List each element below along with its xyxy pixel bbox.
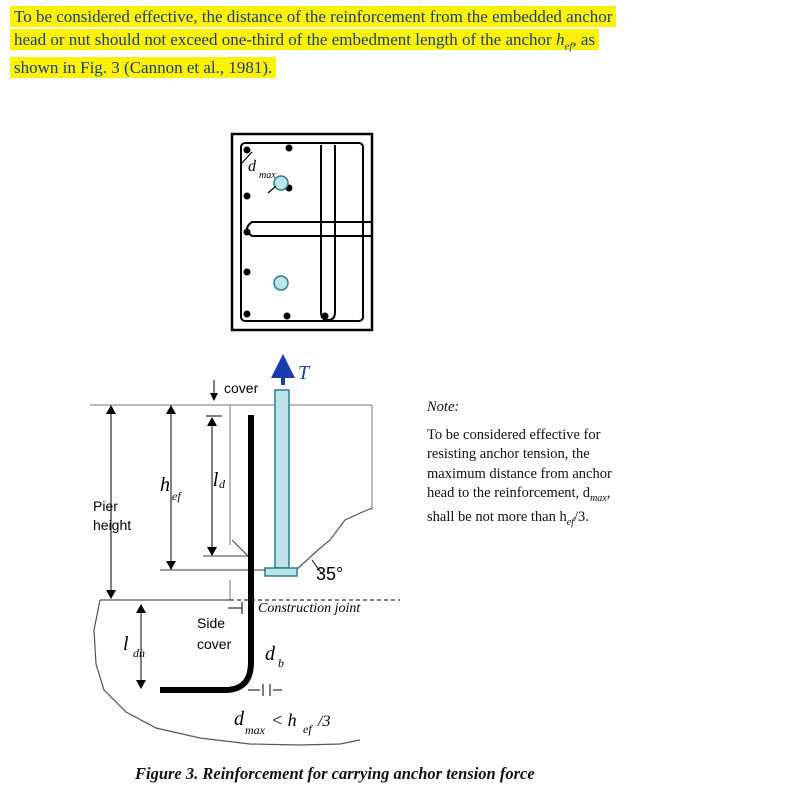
intro-paragraph: To be considered effective, the distance… (10, 6, 770, 80)
plan-anchor-2 (273, 275, 289, 291)
plan-dmax-label: d (248, 158, 257, 175)
angle-label: 35° (316, 564, 343, 584)
footing-outline (93, 599, 361, 746)
dmax-rel: < h (271, 710, 297, 730)
plan-horizontal-bar (246, 221, 372, 237)
side-cover-label-1: Side (197, 615, 225, 631)
dmax-rel-sub: ef (303, 722, 313, 736)
note-line-5: shall be not more than hef/3. (427, 509, 589, 529)
ldh-label: l (123, 633, 129, 655)
note-block: Note: To be considered effective for res… (427, 398, 657, 533)
plan-rebar-dots (243, 144, 329, 320)
anchor-head (264, 567, 298, 577)
plan-view: d max (230, 132, 374, 332)
hef-label: h (160, 474, 170, 496)
plan-vertical-bar (320, 145, 336, 322)
note-line-4: head to the reinforcement, dmax, (427, 485, 611, 504)
pier-height-label-1: Pier (93, 498, 118, 514)
ld-sub: d (219, 477, 226, 491)
ldh-sub: dh (133, 646, 145, 660)
db-sub: b (278, 656, 284, 670)
dmax-tail: /3 (317, 713, 330, 730)
ld-label: l (213, 467, 219, 489)
paragraph-line-3: shown in Fig. 3 (Cannon et al., 1981). (10, 57, 277, 79)
note-title: Note: (427, 399, 460, 415)
pier-height-label-2: height (93, 517, 131, 533)
construction-joint-label: Construction joint (258, 601, 361, 616)
plan-hoop (240, 142, 364, 322)
side-cover-label-2: cover (197, 636, 232, 652)
paragraph-line-2: head or nut should not exceed one-third … (10, 28, 600, 52)
db-label: d (265, 643, 276, 665)
figure-caption: Figure 3. Reinforcement for carrying anc… (135, 764, 535, 783)
plan-dmax-sub: max (259, 170, 276, 181)
hooked-rebar (160, 415, 254, 693)
tension-label: T (298, 362, 311, 384)
note-line-1: To be considered effective for (427, 426, 601, 443)
elevation-view: cover Pier height h ef l d 35° Construct… (90, 380, 400, 746)
paragraph-line-1: To be considered effective, the distance… (10, 6, 617, 27)
note-line-3: maximum distance from anchor (427, 465, 612, 482)
cover-label: cover (224, 380, 259, 396)
dmax-label: d (234, 708, 245, 730)
dmax-sub: max (245, 723, 266, 737)
hef-sub: ef (172, 489, 182, 503)
note-line-2: resisting anchor tension, the (427, 446, 590, 462)
anchor-bolt (274, 389, 290, 569)
plan-anchor-1 (273, 175, 289, 191)
plan-outline (230, 132, 374, 332)
